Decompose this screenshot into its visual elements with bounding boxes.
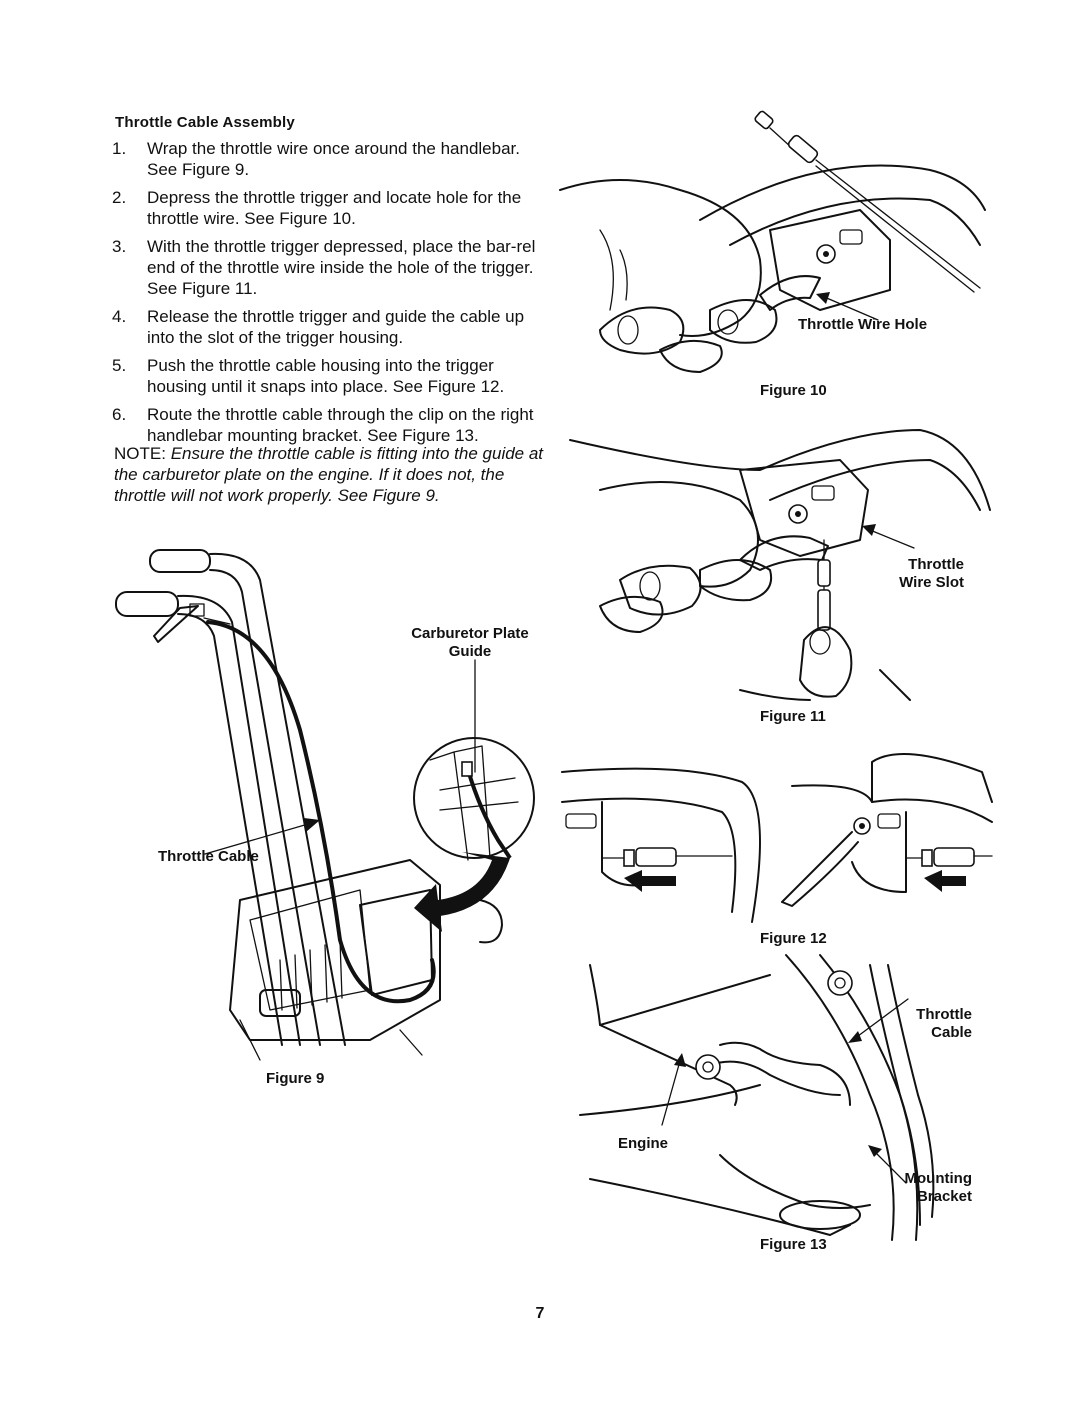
figure-13-caption: Figure 13 [760, 1236, 827, 1253]
figure-13-label-engine: Engine [618, 1135, 669, 1152]
figure-11-label-slot: Throttle Wire Slot [899, 556, 964, 591]
figure-10-label-hole: Throttle Wire Hole [798, 316, 928, 333]
step-text: Push the throttle cable housing into the… [147, 356, 505, 396]
note-lead: NOTE: [114, 444, 166, 463]
section-heading: Throttle Cable Assembly [115, 114, 295, 131]
figure-11-caption: Figure 11 [760, 708, 826, 725]
step-item: 4. Release the throttle trigger and guide… [112, 306, 542, 348]
figure-9-label-throttle-cable: Throttle Cable [158, 848, 259, 865]
figure-10-illustration [559, 110, 986, 373]
step-number: 6. [112, 405, 127, 424]
step-number: 2. [112, 188, 127, 207]
figure-11-illustration [569, 429, 991, 701]
figure-9-label-carburetor: Carburetor Plate Guide [411, 625, 529, 660]
step-text: Route the throttle cable through the cli… [147, 405, 534, 445]
step-item: 1. Wrap the throttle wire once around the… [112, 138, 542, 180]
step-item: 5. Push the throttle cable housing into t… [112, 355, 542, 397]
note-text: Ensure the throttle cable is fitting int… [114, 444, 544, 505]
figure-12-caption: Figure 12 [760, 930, 827, 947]
step-text: Wrap the throttle wire once around the h… [147, 139, 520, 179]
step-item: 3. With the throttle trigger depressed, p… [112, 236, 542, 299]
figure-13-label-cable: Throttle Cable [916, 1006, 972, 1041]
figure-12-illustration [561, 753, 993, 923]
page-number: 7 [535, 1305, 545, 1322]
step-text: Depress the throttle trigger and locate … [147, 188, 522, 228]
step-number: 5. [112, 356, 127, 375]
figure-10-caption: Figure 10 [760, 382, 827, 399]
figure-9-illustration [115, 549, 535, 1061]
figure-13-illustration [579, 954, 935, 1241]
step-number: 4. [112, 307, 127, 326]
step-item: 6. Route the throttle cable through the c… [112, 404, 542, 446]
figure-9-caption: Figure 9 [266, 1070, 325, 1087]
instruction-steps: 1. Wrap the throttle wire once around the… [112, 138, 542, 453]
step-number: 1. [112, 139, 127, 158]
note-paragraph: NOTE: Ensure the throttle cable is fitti… [114, 443, 544, 506]
figure-13-label-bracket: Mounting Bracket [904, 1170, 972, 1205]
step-number: 3. [112, 237, 127, 256]
step-text: Release the throttle trigger and guide t… [147, 307, 525, 347]
step-text: With the throttle trigger depressed, pla… [147, 237, 536, 298]
step-item: 2. Depress the throttle trigger and locat… [112, 187, 542, 229]
